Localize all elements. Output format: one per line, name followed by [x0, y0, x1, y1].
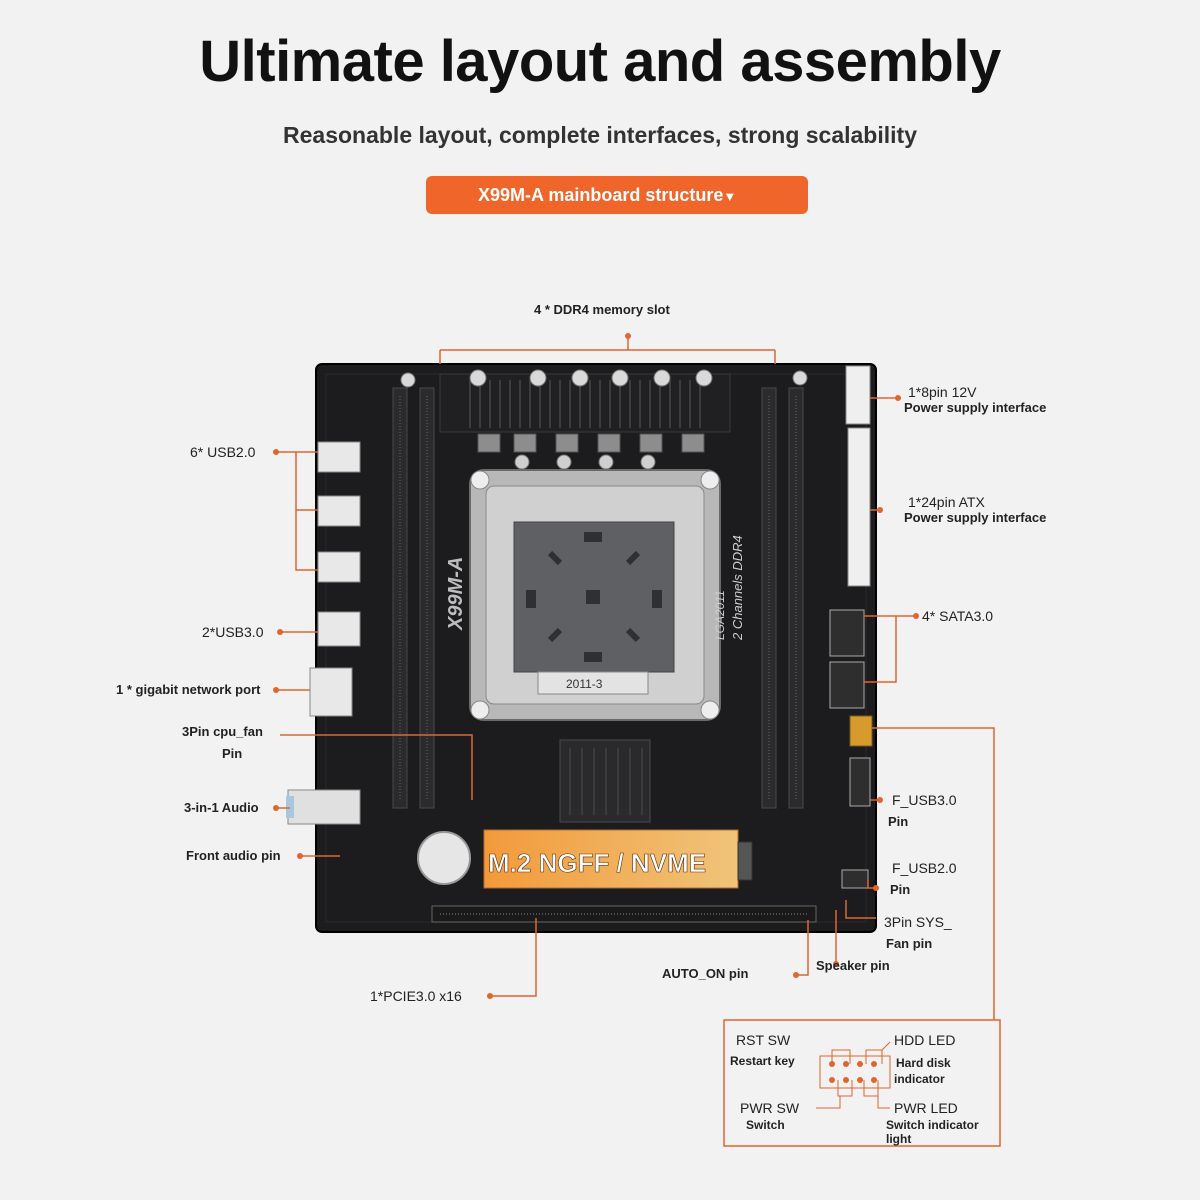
label-f-usb3-2: Pin: [888, 814, 909, 829]
board-model-text: X99M-A: [445, 557, 467, 631]
vrm-chokes: [477, 433, 705, 453]
rear-io-usb2-ports: [317, 441, 361, 583]
label-auto-on: AUTO_ON pin: [662, 966, 749, 981]
label-lan: 1 * gigabit network port: [116, 682, 261, 697]
mid-capacitors: [514, 454, 656, 470]
label-rst-sw: RST SW: [736, 1032, 791, 1048]
label-ddr4-slots: 4 * DDR4 memory slot: [534, 302, 670, 317]
f-usb3-header: [849, 757, 871, 807]
front-panel-pin-diagram: [816, 1041, 891, 1109]
label-pwr-led-desc-2: light: [886, 1132, 912, 1146]
label-f-usb2-2: Pin: [890, 882, 911, 897]
top-capacitors: [400, 369, 808, 388]
socket-text-2011: 2011-3: [566, 677, 603, 691]
power-8pin-connector: [845, 365, 871, 425]
label-front-audio: Front audio pin: [186, 848, 281, 863]
front-panel-header-board: [849, 715, 873, 747]
banner-label: X99M-A mainboard structure: [478, 185, 724, 205]
triangle-down-icon: ▼: [723, 189, 737, 204]
audio-jack-accent: [286, 796, 294, 818]
power-24pin-connector: [847, 427, 871, 587]
m2-connector: [737, 841, 753, 881]
label-cpu-fan-2: Pin: [222, 746, 243, 761]
label-hdd-desc-1: Hard disk: [896, 1056, 951, 1070]
cpu-socket: [469, 469, 721, 721]
memory-slots-right: [761, 387, 804, 809]
label-speaker: Speaker pin: [816, 958, 890, 973]
label-audio: 3-in-1 Audio: [184, 800, 259, 815]
label-usb2: 6* USB2.0: [190, 444, 256, 460]
label-sys-fan-2: Fan pin: [886, 936, 933, 951]
structure-banner: X99M-A mainboard structure▼: [426, 176, 808, 214]
label-usb3: 2*USB3.0: [202, 624, 264, 640]
cmos-battery: [417, 831, 471, 885]
label-pwr-led-desc-1: Switch indicator: [886, 1118, 979, 1132]
label-hdd-desc-2: indicator: [894, 1072, 945, 1086]
label-12v-1: 1*8pin 12V: [908, 384, 977, 400]
label-cpu-fan-1: 3Pin cpu_fan: [182, 724, 263, 739]
callout-lines: [276, 336, 995, 1020]
label-f-usb2-1: F_USB2.0: [892, 860, 957, 876]
memory-slots-left: [392, 387, 435, 809]
socket-text-ddr4: 2 Channels DDR4: [730, 535, 745, 641]
label-atx-1: 1*24pin ATX: [908, 494, 985, 510]
label-hdd-led: HDD LED: [894, 1032, 956, 1048]
label-pcie: 1*PCIE3.0 x16: [370, 988, 462, 1004]
page-subtitle: Reasonable layout, complete interfaces, …: [283, 122, 917, 148]
label-rst-desc: Restart key: [730, 1054, 795, 1068]
rear-io-lan-port: [309, 667, 353, 717]
label-pwr-desc: Switch: [746, 1118, 785, 1132]
callout-dots: [273, 333, 919, 999]
f-usb2-header: [841, 869, 869, 889]
label-12v-2: Power supply interface: [904, 400, 1047, 415]
front-panel-detail-box: [723, 1019, 1001, 1147]
m2-slot-badge: [483, 829, 739, 889]
label-sata: 4* SATA3.0: [922, 608, 994, 624]
label-pwr-sw: PWR SW: [740, 1100, 800, 1116]
label-pwr-led: PWR LED: [894, 1100, 958, 1116]
label-f-usb3-1: F_USB3.0: [892, 792, 957, 808]
m2-badge-text: M.2 NGFF / NVME: [488, 848, 706, 878]
label-atx-2: Power supply interface: [904, 510, 1047, 525]
rear-io-usb3-port: [317, 611, 361, 647]
heatsink-fins: [469, 380, 701, 428]
label-sys-fan-1: 3Pin SYS_: [884, 914, 952, 930]
chipset-fins: [569, 748, 643, 815]
rear-io-audio-jack: [287, 789, 361, 825]
sata-connectors: [829, 609, 865, 709]
socket-text-lga: LGA2011: [713, 590, 727, 640]
page-title: Ultimate layout and assembly: [199, 29, 1001, 94]
